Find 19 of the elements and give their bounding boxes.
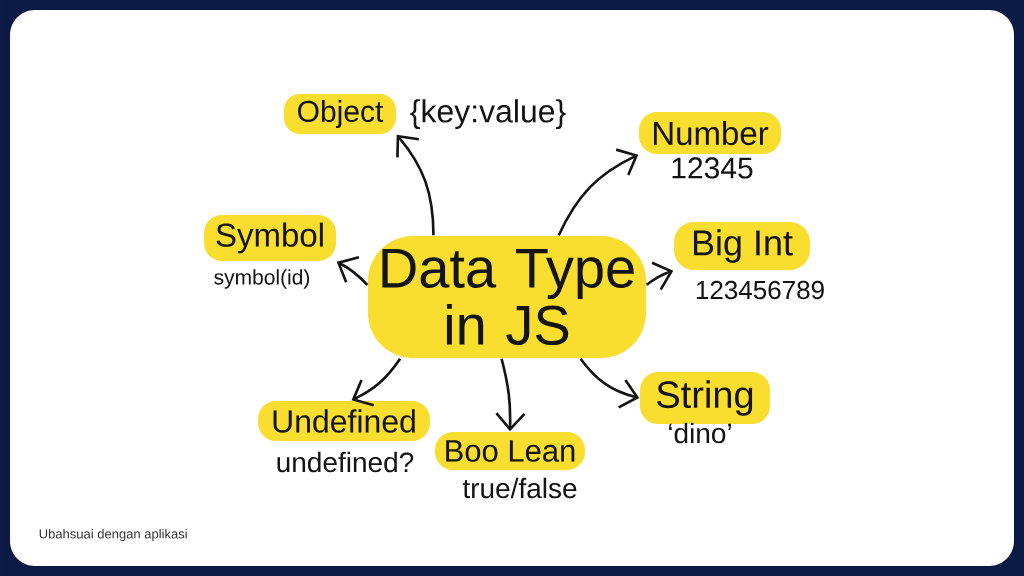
highlighted-label: Big Int: [674, 222, 810, 270]
curved-arrow: [396, 134, 435, 236]
highlighted-label: Boo Lean: [435, 432, 585, 470]
curved-arrow: [495, 358, 526, 432]
highlighted-label: Number: [639, 112, 781, 154]
example-text: ‘dino’: [669, 422, 731, 444]
example-text: 12345: [672, 157, 753, 179]
example-text: symbol(id): [214, 269, 310, 289]
example-text: undefined?: [277, 451, 414, 473]
curved-arrow: [579, 357, 640, 409]
highlighted-title: Data Type in JS: [368, 236, 646, 358]
footnote-text: Ubahsuai dengan aplikasi: [39, 528, 187, 542]
curved-arrow: [557, 148, 639, 236]
example-text: {key:value}: [410, 99, 566, 129]
example-text: true/false: [462, 477, 577, 499]
example-text: 123456789: [696, 280, 824, 300]
highlighted-label: Undefined: [258, 401, 430, 441]
highlighted-label: Object: [284, 94, 396, 134]
highlighted-label: Symbol: [204, 215, 336, 261]
